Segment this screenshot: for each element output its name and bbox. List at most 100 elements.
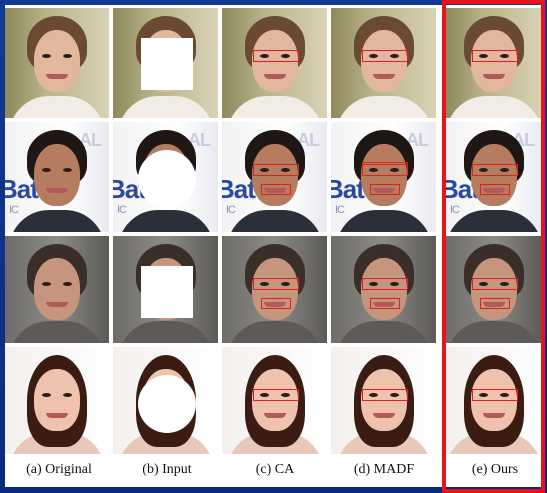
face-image-input bbox=[113, 8, 218, 118]
mouth bbox=[263, 413, 286, 418]
face-image-ca bbox=[222, 236, 327, 343]
left-eye bbox=[479, 282, 488, 286]
shoulders bbox=[335, 96, 432, 118]
shoulders bbox=[335, 321, 432, 343]
missing-region-circle bbox=[137, 375, 196, 433]
eye-region-box bbox=[361, 50, 408, 62]
mouth-region-box bbox=[480, 298, 510, 309]
right-eye bbox=[389, 54, 399, 58]
left-eye bbox=[42, 54, 51, 58]
backdrop-logo-sub: IC bbox=[9, 204, 19, 216]
shoulders bbox=[446, 321, 542, 343]
eye-region-box bbox=[361, 389, 408, 401]
right-eye bbox=[389, 393, 399, 397]
right-eye bbox=[63, 393, 72, 397]
right-eye bbox=[280, 282, 290, 286]
mouth-region-box bbox=[369, 184, 400, 195]
mouth-region-box bbox=[260, 298, 291, 309]
mouth bbox=[263, 74, 286, 79]
missing-region-square bbox=[140, 38, 193, 90]
caption-madf: (d) MADF bbox=[353, 462, 415, 477]
left-eye bbox=[42, 393, 51, 397]
missing-region-square bbox=[140, 266, 193, 318]
left-eye bbox=[368, 393, 378, 397]
backdrop-logo-sub: IC bbox=[335, 204, 345, 216]
right-eye bbox=[500, 393, 509, 397]
mouth bbox=[263, 188, 286, 193]
shoulders bbox=[226, 96, 323, 118]
right-eye bbox=[63, 282, 72, 286]
shoulders bbox=[226, 210, 323, 232]
mouth bbox=[483, 74, 505, 79]
mouth bbox=[372, 413, 395, 418]
left-eye bbox=[259, 393, 269, 397]
left-eye bbox=[479, 393, 488, 397]
eye-region-box bbox=[472, 389, 518, 401]
face-region-box bbox=[361, 162, 408, 176]
caption-original: (a) Original bbox=[26, 462, 92, 477]
face-image-original bbox=[5, 347, 109, 454]
left-eye bbox=[479, 168, 488, 172]
right-eye bbox=[389, 282, 399, 286]
face-image-madf bbox=[331, 8, 436, 118]
mouth bbox=[46, 74, 68, 79]
left-eye bbox=[368, 168, 378, 172]
face-image-input bbox=[113, 347, 218, 454]
face-image-original bbox=[5, 236, 109, 343]
shoulders bbox=[117, 321, 214, 343]
mouth bbox=[372, 188, 395, 193]
right-eye bbox=[280, 168, 290, 172]
left-eye bbox=[479, 54, 488, 58]
right-eye bbox=[280, 393, 290, 397]
shoulders bbox=[335, 210, 432, 232]
face-image-madf bbox=[331, 236, 436, 343]
caption-ca: (c) CA bbox=[255, 462, 295, 477]
shoulders bbox=[117, 96, 214, 118]
missing-region-circle bbox=[137, 150, 196, 208]
backdrop-logo-sub: IC bbox=[117, 204, 127, 216]
mouth bbox=[46, 188, 68, 193]
face bbox=[34, 369, 80, 431]
eye-region-box bbox=[252, 164, 299, 176]
backdrop-logo: AL bbox=[406, 130, 429, 150]
backdrop-logo-sub: IC bbox=[226, 204, 236, 216]
right-eye bbox=[500, 168, 509, 172]
left-eye bbox=[259, 168, 269, 172]
face-image-ours bbox=[446, 8, 542, 118]
face-image-ours bbox=[446, 236, 542, 343]
mouth bbox=[372, 302, 395, 307]
face bbox=[34, 258, 80, 320]
mouth-region-box bbox=[369, 298, 400, 309]
left-eye bbox=[259, 282, 269, 286]
eye-region-box bbox=[252, 50, 299, 62]
face-image-madf bbox=[331, 347, 436, 454]
eye-region-box bbox=[252, 389, 299, 401]
face-image-ca bbox=[222, 8, 327, 118]
left-eye bbox=[42, 282, 51, 286]
shoulders bbox=[446, 210, 542, 232]
face bbox=[34, 30, 80, 92]
mouth bbox=[483, 188, 505, 193]
left-eye bbox=[259, 54, 269, 58]
shoulders bbox=[117, 210, 214, 232]
shoulders bbox=[9, 321, 105, 343]
mouth-region-box bbox=[480, 184, 510, 195]
mouth bbox=[263, 302, 286, 307]
mouth bbox=[372, 74, 395, 79]
eye-region-box bbox=[252, 278, 299, 290]
face-image-original bbox=[5, 8, 109, 118]
eye-region-box bbox=[472, 278, 518, 290]
right-eye bbox=[280, 54, 290, 58]
backdrop-logo: AL bbox=[188, 130, 211, 150]
left-eye bbox=[368, 54, 378, 58]
eye-region-box bbox=[472, 50, 518, 62]
face-image-input bbox=[113, 236, 218, 343]
left-eye bbox=[368, 282, 378, 286]
mouth bbox=[46, 413, 68, 418]
right-eye bbox=[500, 282, 509, 286]
shoulders bbox=[9, 96, 105, 118]
